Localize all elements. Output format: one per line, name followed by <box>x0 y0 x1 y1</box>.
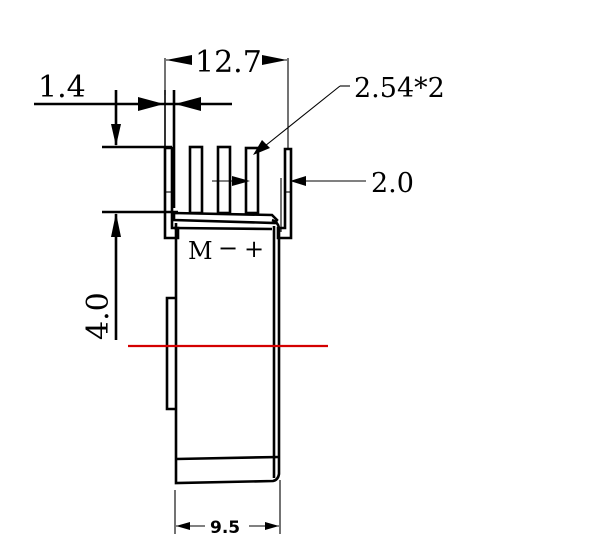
pin-label-m: M <box>188 237 213 265</box>
dimension-pin-offset: 2.0 <box>212 168 414 232</box>
dim-label-9-5: 9.5 <box>210 518 240 538</box>
dimension-lead-thickness: 1.4 <box>34 70 232 232</box>
dim-label-4-0: 4.0 <box>81 292 116 340</box>
dimension-pin-pitch: 2.54*2 <box>253 73 445 155</box>
dimension-lead-height: 4.0 <box>81 90 178 340</box>
dim-label-12-7: 12.7 <box>195 45 262 80</box>
dimension-pin-span: 12.7 <box>164 45 289 150</box>
dim-label-2-0: 2.0 <box>371 168 414 199</box>
dimension-body-width: 9.5 <box>174 480 281 538</box>
pin-m <box>188 145 204 215</box>
side-tab <box>165 296 176 411</box>
pins <box>163 145 293 240</box>
component-body: M − + <box>165 211 281 485</box>
top-plate <box>172 211 279 225</box>
pin-label-plus: + <box>244 235 264 263</box>
pin-label-minus: − <box>218 234 238 262</box>
pin-right-lead <box>276 147 293 240</box>
pin-minus <box>216 145 232 215</box>
dim-label-2-54x2: 2.54*2 <box>354 73 445 104</box>
pin-plus <box>244 146 260 215</box>
body-outline <box>174 218 281 485</box>
dim-label-1-4: 1.4 <box>38 70 86 105</box>
